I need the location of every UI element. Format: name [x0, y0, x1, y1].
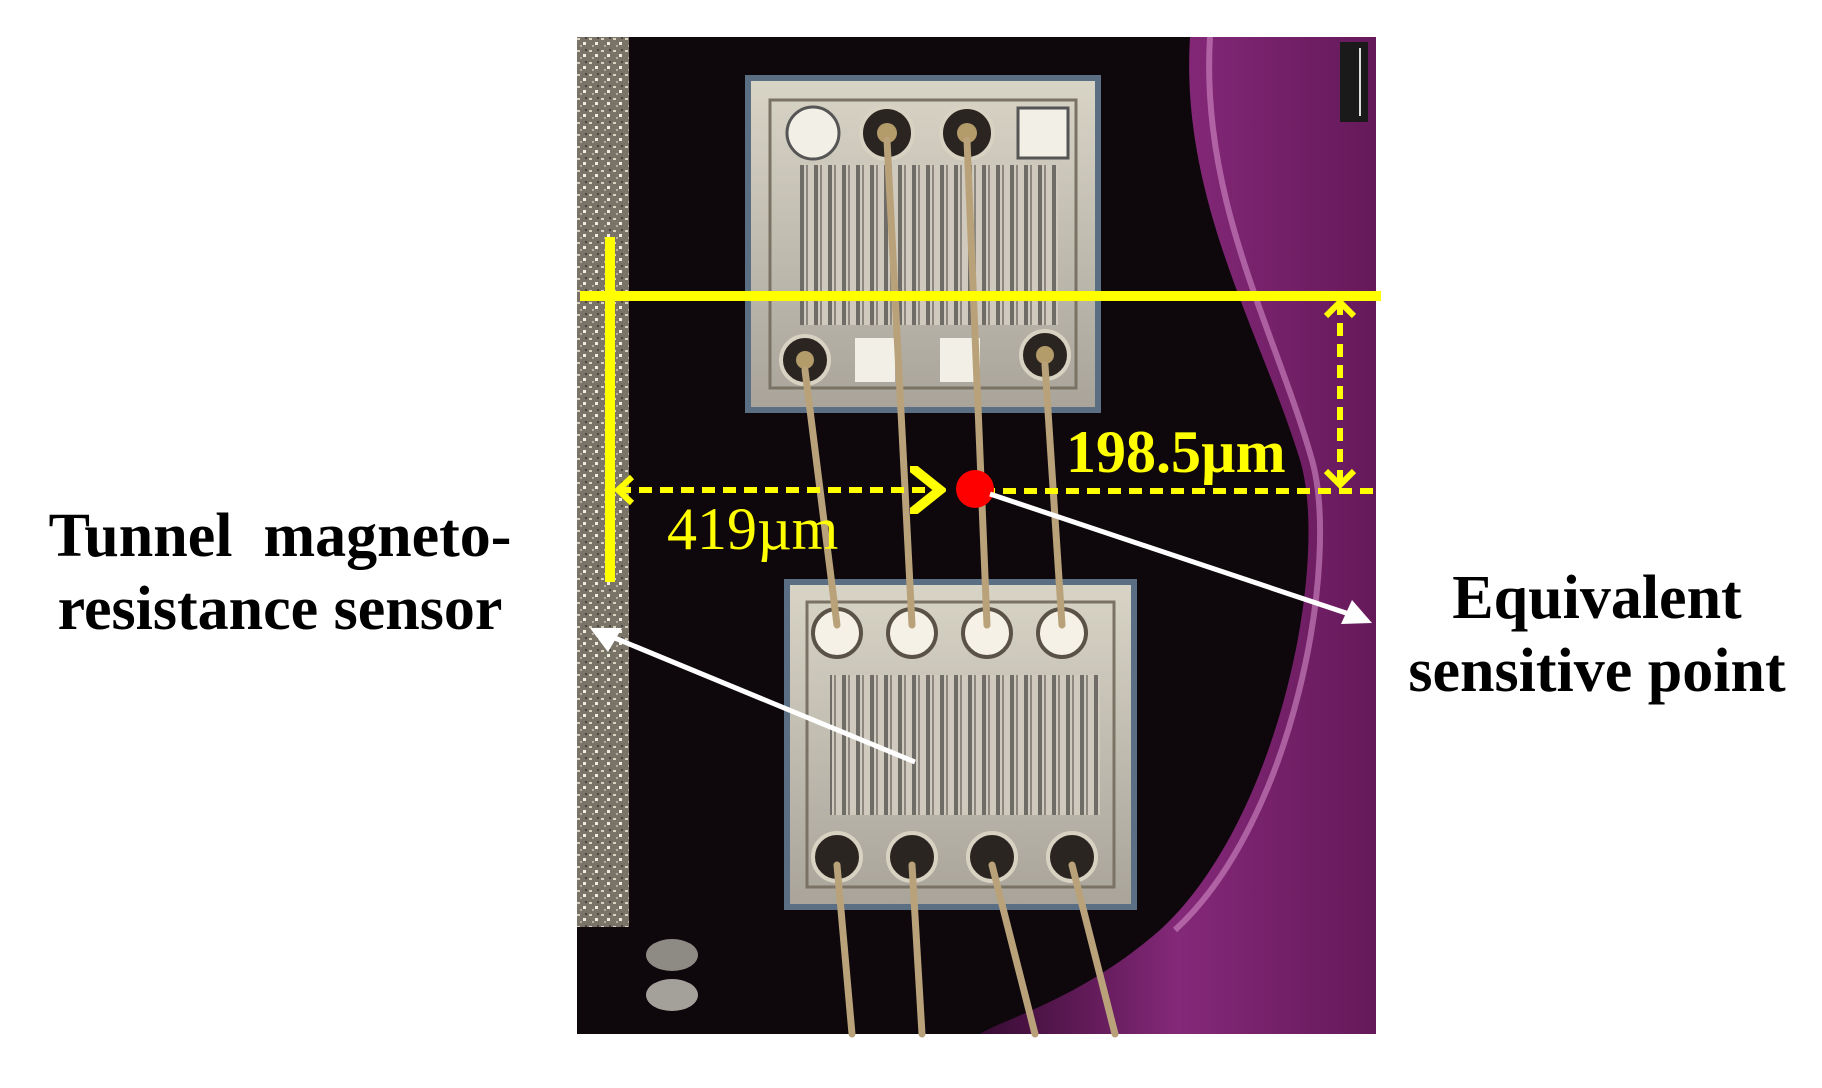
arrow-to-point: [989, 491, 1353, 618]
bottom-sensor-die: [784, 579, 1137, 910]
micrograph-photo: [577, 36, 1376, 1038]
tmr-sensor-label-line-1: Tunnel magneto-: [48, 502, 512, 570]
dimension-lines: [580, 237, 1381, 582]
bond-wires: [801, 136, 1119, 1038]
dimension-x-label: 419µm: [667, 496, 839, 562]
top-sensor-die: [745, 75, 1101, 413]
sensitive-point-label-line-2: sensitive point: [1408, 637, 1786, 706]
sensitive-point-label-line-1: Equivalent: [1452, 564, 1742, 632]
annotation-arrows: [590, 491, 1372, 765]
tmr-sensor-label-line-2: resistance sensor: [57, 575, 503, 644]
tmr-sensor-label: Tunnel magneto- resistance sensor: [0, 500, 560, 646]
arrow-to-sensor: [604, 631, 916, 765]
sensitive-point-label: Equivalent sensitive point: [1372, 562, 1822, 708]
equivalent-sensitive-point-marker: [956, 470, 994, 508]
dimension-y-label: 198.5µm: [1066, 419, 1286, 485]
